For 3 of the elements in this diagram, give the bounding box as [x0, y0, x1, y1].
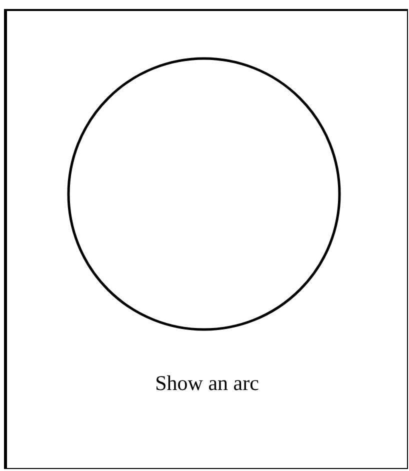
- circle-shape: [67, 57, 341, 331]
- frame-panel: [4, 9, 408, 469]
- caption-text: Show an arc: [154, 371, 260, 396]
